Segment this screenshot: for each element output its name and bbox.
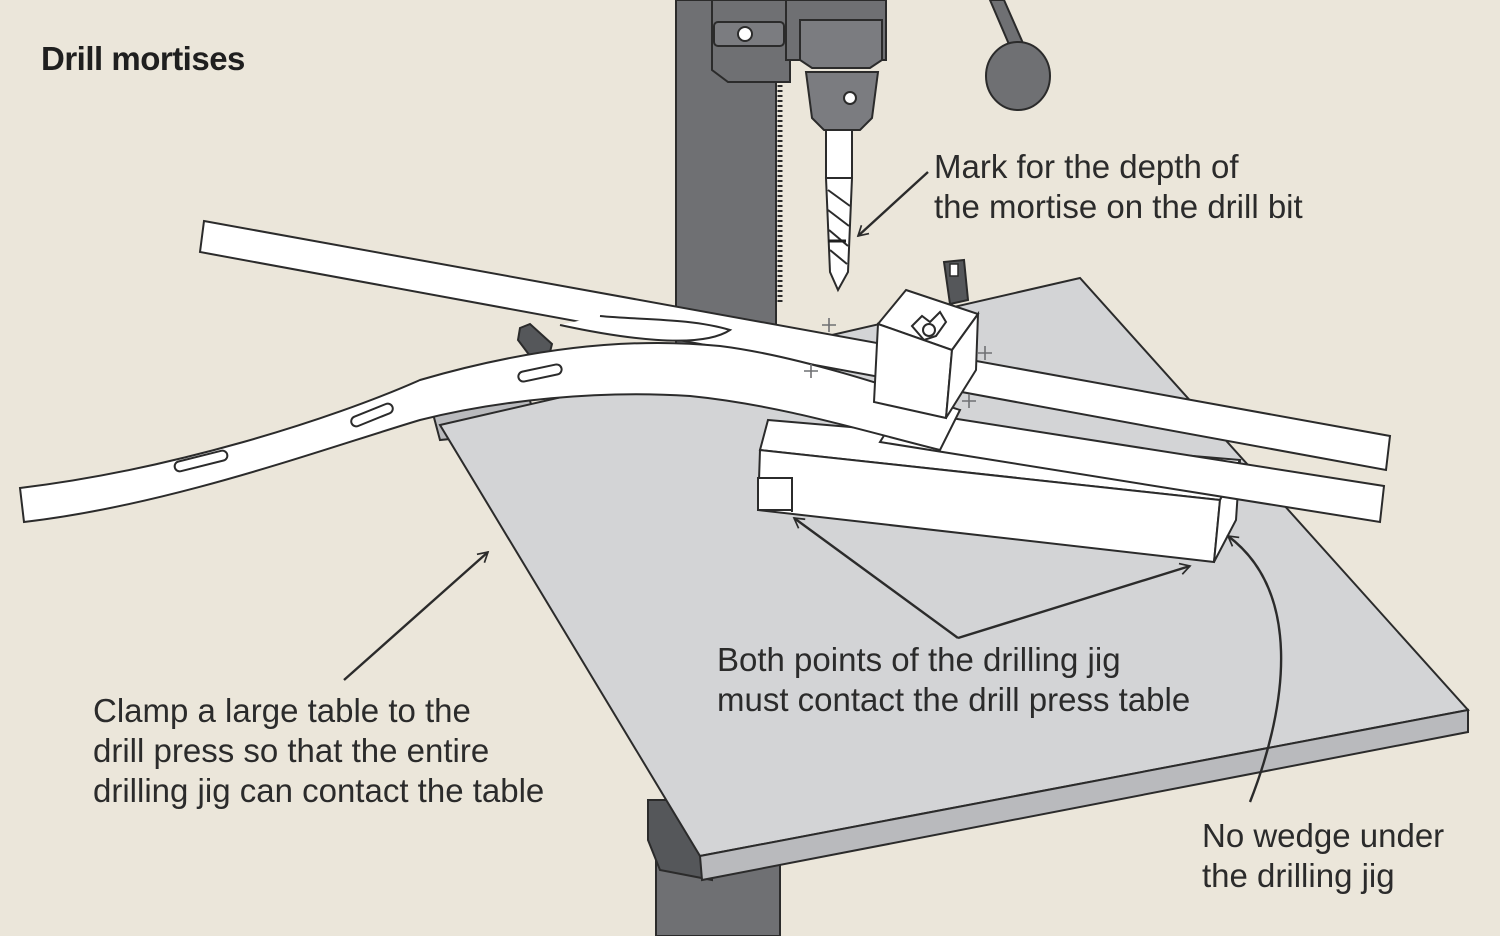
layout-marks — [804, 318, 992, 408]
label-line: Mark for the depth of — [934, 148, 1239, 185]
label-jig-contact: Both points of the drilling jig must con… — [717, 640, 1190, 720]
label-line: the drilling jig — [1202, 857, 1395, 894]
label-line: Clamp a large table to the — [93, 692, 471, 729]
drill-bit-shank — [825, 129, 853, 179]
label-line: drill press so that the entire — [93, 732, 490, 769]
drill-bit-twist — [827, 189, 851, 265]
label-line: No wedge under — [1202, 817, 1445, 854]
chair-rail-curved — [18, 342, 962, 524]
large-table-edge — [698, 708, 1469, 882]
arrow-contact-left — [792, 517, 959, 639]
arrow-depth — [856, 171, 929, 238]
mortise-slot — [173, 449, 229, 473]
drill-bit-flutes — [824, 177, 854, 293]
label-line: the mortise on the drill bit — [934, 188, 1303, 225]
collar-screw — [737, 26, 753, 42]
mortise-slot — [350, 402, 394, 428]
label-depth-mark: Mark for the depth of the mortise on the… — [934, 147, 1303, 227]
arrow-clamp — [343, 550, 490, 681]
chair-rail-straight — [198, 219, 1392, 472]
label-clamp-table: Clamp a large table to the drill press s… — [93, 691, 544, 811]
jig-clamp-block-side — [945, 310, 980, 419]
arrow-contact-right — [957, 562, 1192, 640]
label-line: drilling jig can contact the table — [93, 772, 545, 809]
page-title: Drill mortises — [41, 40, 245, 77]
label-line: must contact the drill press table — [717, 681, 1191, 718]
drill-chuck — [804, 71, 880, 131]
wing-nut-icon — [910, 310, 948, 342]
quill-housing — [799, 19, 883, 69]
mortise-slot — [517, 363, 563, 383]
jig-foot — [757, 477, 793, 511]
arrow-wedge — [1226, 534, 1283, 803]
label-no-wedge: No wedge under the drilling jig — [1202, 816, 1444, 896]
feed-handle-knob — [985, 41, 1051, 111]
label-line: Both points of the drilling jig — [717, 641, 1121, 678]
chuck-key-hole — [843, 91, 857, 105]
